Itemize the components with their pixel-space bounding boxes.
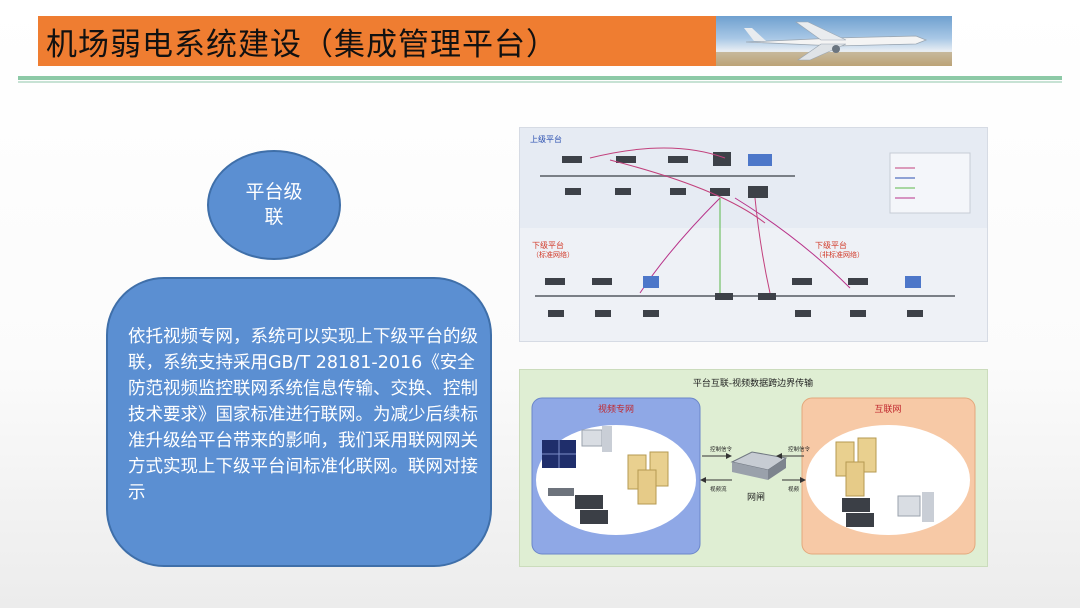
header-rule-thin [18,81,1062,83]
slide-title: 机场弱电系统建设（集成管理平台） [46,27,558,63]
description-text: 依托视频专网，系统可以实现上下级平台的级联，系统支持采用GB/T 28181-2… [128,327,478,503]
video-network-label: 视频专网 [598,403,634,415]
right-control-label: 控制信令 [788,445,811,453]
diagram2-title: 平台互联-视频数据跨边界传输 [693,377,813,389]
cascade-topology-diagram: 上级平台 下级平台 （标准网络） 下级平台 （非标准网络） [519,127,988,342]
lower-left-platform-sub: （标准网络） [532,250,574,259]
left-stream-label: 视频流 [710,485,727,493]
airplane-image [716,16,952,66]
video-wall-icon [542,440,576,468]
topic-badge: 平台级联 [207,150,341,260]
gateway-icon [730,451,788,480]
lower-right-platform-label: 下级平台 [815,240,847,250]
internet-label: 互联网 [874,404,901,415]
description-box [106,277,492,567]
title-bar [38,16,716,66]
upper-platform-label: 上级平台 [530,134,562,144]
lower-left-platform-label: 下级平台 [532,240,564,250]
left-control-label: 控制信令 [710,445,733,453]
cross-boundary-diagram: 平台互联-视频数据跨边界传输 视频专网 互联网 控制信令 视频流 网闸 [519,369,988,567]
gateway-label: 网闸 [747,492,765,503]
right-stream-label: 视频 [788,485,800,493]
header-rule [18,76,1062,80]
lower-right-platform-sub: （非标准网络） [815,250,864,259]
badge-label: 平台级联 [245,181,303,228]
